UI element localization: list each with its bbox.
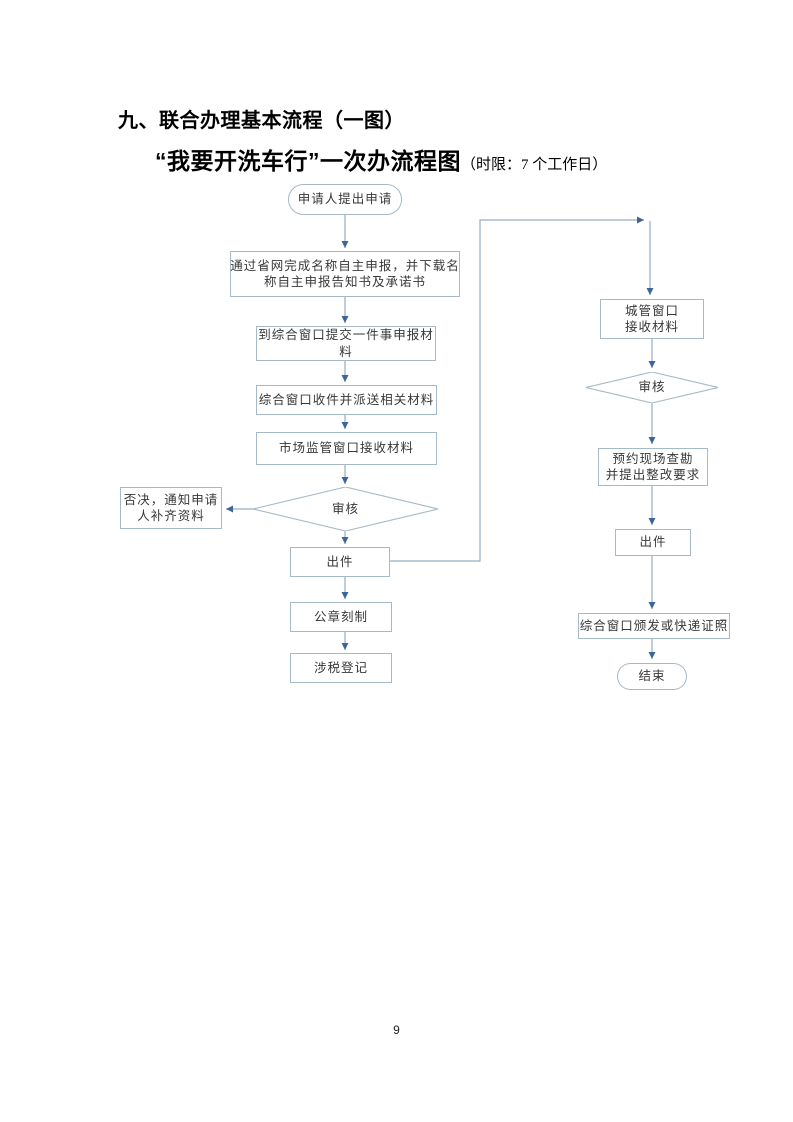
section-heading: 九、联合办理基本流程（一图） bbox=[118, 110, 405, 132]
node-reject-notice-label: 否决，通知申请 人补齐资料 bbox=[123, 492, 219, 524]
node-online-declaration: 通过省网完成名称自主申报，并下载名 称自主申报告知书及承诺书 bbox=[230, 251, 460, 297]
flowchart-title-main: “我要开洗车行”一次办流程图 bbox=[155, 148, 461, 174]
node-urban-window-receive: 城管窗口 接收材料 bbox=[600, 299, 704, 339]
node-seal-engraving-label: 公章刻制 bbox=[313, 609, 368, 624]
flowchart-title: “我要开洗车行”一次办流程图（时限：7 个工作日） bbox=[155, 142, 607, 176]
node-end-label: 结束 bbox=[638, 669, 666, 684]
node-license-delivery-label: 综合窗口颁发或快递证照 bbox=[579, 618, 729, 633]
node-issue-right-label: 出件 bbox=[639, 535, 667, 550]
node-tax-registration-label: 涉税登记 bbox=[313, 660, 368, 675]
node-market-window-receive-label: 市场监管窗口接收材料 bbox=[278, 441, 414, 456]
flowchart-title-note: （时限：7 个工作日） bbox=[461, 157, 608, 173]
node-review-left: 审核 bbox=[253, 487, 438, 531]
node-urban-window-receive-label: 城管窗口 接收材料 bbox=[624, 303, 679, 335]
node-submit-materials: 到综合窗口提交一件事申报材 料 bbox=[256, 326, 436, 361]
diamond-shape bbox=[253, 487, 438, 531]
node-tax-registration: 涉税登记 bbox=[290, 653, 392, 683]
node-submit-materials-label: 到综合窗口提交一件事申报材 料 bbox=[258, 328, 434, 359]
node-site-survey-label: 预约现场查勘 并提出整改要求 bbox=[605, 451, 701, 483]
node-issue-right: 出件 bbox=[615, 529, 691, 556]
node-license-delivery: 综合窗口颁发或快递证照 bbox=[578, 613, 730, 639]
node-window-receive-dispatch-label: 综合窗口收件并派送相关材料 bbox=[258, 392, 435, 407]
page-number: 9 bbox=[393, 1023, 400, 1037]
node-review-left-label: 审核 bbox=[331, 501, 359, 516]
diamond-shape bbox=[586, 372, 718, 403]
node-start: 申请人提出申请 bbox=[288, 184, 402, 215]
node-review-right: 审核 bbox=[586, 372, 718, 403]
node-online-declaration-label: 通过省网完成名称自主申报，并下载名 称自主申报告知书及承诺书 bbox=[230, 258, 460, 290]
node-window-receive-dispatch: 综合窗口收件并派送相关材料 bbox=[256, 385, 437, 415]
node-market-window-receive: 市场监管窗口接收材料 bbox=[256, 432, 437, 465]
node-seal-engraving: 公章刻制 bbox=[290, 602, 392, 632]
node-site-survey: 预约现场查勘 并提出整改要求 bbox=[598, 448, 708, 486]
connector-arrows bbox=[226, 215, 656, 659]
node-review-right-label: 审核 bbox=[638, 380, 666, 395]
node-issue-left-label: 出件 bbox=[326, 554, 354, 569]
node-reject-notice: 否决，通知申请 人补齐资料 bbox=[120, 487, 222, 529]
node-end: 结束 bbox=[617, 663, 687, 690]
node-issue-left: 出件 bbox=[290, 547, 390, 577]
node-start-label: 申请人提出申请 bbox=[297, 192, 393, 207]
